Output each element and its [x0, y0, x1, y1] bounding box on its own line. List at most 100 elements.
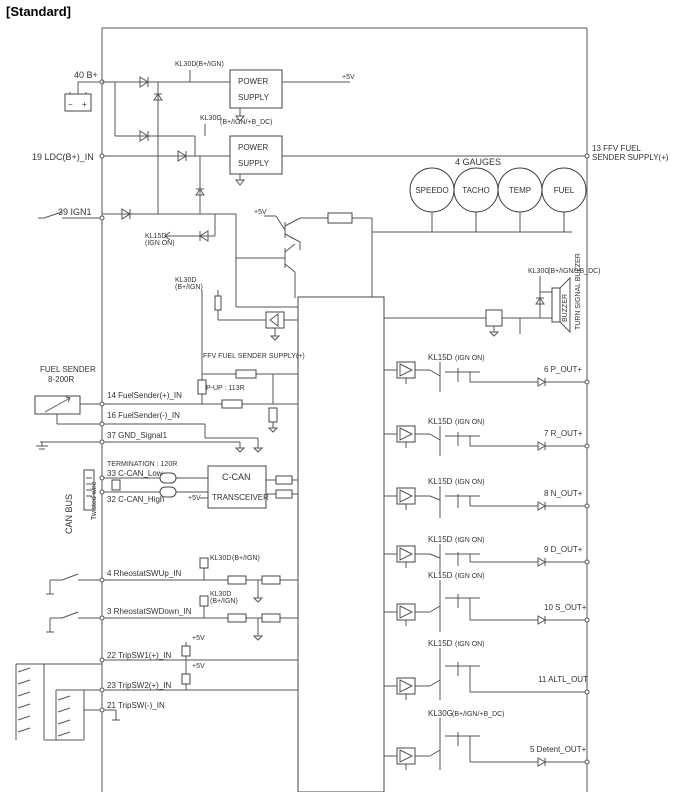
ffv-label-1: 13 FFV FUEL: [592, 144, 641, 153]
fuel-sender-section: FUEL SENDER 8-200R 14 FuelSender(+)_IN 1…: [34, 365, 298, 453]
trip-5v-a: +5V: [192, 635, 205, 642]
gauge-fuel-label: FUEL: [554, 186, 575, 195]
output-5-kl-sub: (IGN ON): [455, 641, 485, 648]
trip-section: 22 TripSW1(+)_IN 23 TripSW2(+)_IN 21 Tri…: [15, 635, 298, 741]
output-4: KL15D (IGN ON) 10 S_OUT+: [384, 571, 590, 632]
gauge-speedo: SPEEDO: [409, 167, 455, 213]
output-2-kl: KL15D: [428, 477, 453, 486]
pin-fuel-sender-plus: 14 FuelSender(+)_IN: [107, 391, 182, 400]
rheostat-down-kl-sub: (B+/IGN): [210, 598, 238, 605]
can-termination: TERMINATION : 120R: [107, 461, 177, 468]
buzzer-kl-sub: (B+/IGN/+B_DC): [548, 268, 601, 275]
output-5: KL15D (IGN ON) 11 ALTL_OUT: [384, 639, 590, 700]
output-5-kl: KL15D: [428, 639, 453, 648]
gauge-temp: TEMP: [497, 167, 543, 213]
output-1-pin: 7 R_OUT+: [544, 429, 583, 438]
kl30d-top: KL30D: [175, 61, 196, 68]
output-5-pin: 11 ALTL_OUT: [538, 675, 588, 684]
kl15d-left: KL15D: [145, 233, 166, 240]
pin-ign1: 39 IGN1: [58, 207, 92, 217]
pin-rheostat-down: 3 RheostatSWDown_IN: [107, 607, 192, 616]
mid-ffv-supply: FFV FUEL SENDER SUPPLY(+): [203, 353, 305, 360]
output-3-kl: KL15D: [428, 535, 453, 544]
ps2-label-2: SUPPLY: [238, 159, 270, 168]
power-supply-2: [229, 135, 283, 175]
ps1-label-1: POWER: [238, 77, 268, 86]
ps1-5v: +5V: [342, 74, 355, 81]
output-1-kl: KL15D: [428, 417, 453, 426]
pin-trip-sw1: 22 TripSW1(+)_IN: [107, 651, 171, 660]
rheostat-down-kl: KL30D: [210, 591, 231, 598]
output-1-kl-sub: (IGN ON): [455, 419, 485, 426]
can-section: TERMINATION : 120R 33 C-CAN_Low 32 C-CAN…: [64, 461, 298, 534]
mcu-block: [297, 296, 385, 792]
output-2: KL15D (IGN ON) 8 N_OUT+: [384, 477, 590, 518]
output-4-kl-sub: (IGN ON): [455, 573, 485, 580]
output-6: KL30G (B+/IGN/+B_DC) 5 Detent_OUT+: [384, 709, 590, 770]
pin-can-low: 33 C-CAN_Low: [107, 469, 163, 478]
svg-text:+: +: [82, 100, 87, 109]
kl30g-sub: (B+/IGN/+B_DC): [220, 119, 273, 126]
mid-kl30d-sub: (B+/IGN): [175, 284, 203, 291]
pin-trip-sw2: 23 TripSW2(+)_IN: [107, 681, 171, 690]
can-twisted-label: Twisted wire: [91, 481, 98, 520]
pin-gnd-signal: 37 GND_Signal1: [107, 431, 168, 440]
page-title: [Standard]: [6, 4, 71, 19]
pin-ldc: 19 LDC(B+)_IN: [32, 152, 94, 162]
trip-switch-matrix: [15, 663, 102, 741]
pin-rheostat-up: 4 RheostatSWUp_IN: [107, 569, 181, 578]
output-1: KL15D (IGN ON) 7 R_OUT+: [384, 417, 590, 456]
output-2-pin: 8 N_OUT+: [544, 489, 583, 498]
kl15d-left-sub: (IGN ON): [145, 240, 175, 247]
rheostat-section: 4 RheostatSWUp_IN 3 RheostatSWDown_IN KL…: [46, 555, 298, 641]
output-2-kl-sub: (IGN ON): [455, 479, 485, 486]
gauge-temp-label: TEMP: [509, 186, 531, 195]
transistor-5v: +5V: [254, 209, 267, 216]
pin-can-high: 32 C-CAN_High: [107, 495, 164, 504]
buzzer-caption: TURN SIGNAL BUZZER: [575, 253, 582, 330]
can-box-label-1: C-CAN: [222, 472, 251, 482]
buzzer-kl: KL30G: [528, 268, 550, 275]
kl30d-top-sub: (B+/IGN): [196, 61, 224, 68]
fuel-sender-range: 8-200R: [48, 375, 74, 384]
power-supply-1: [229, 69, 283, 109]
pin-b-plus: 40 B+: [74, 70, 98, 80]
pin-trip-swm: 21 TripSW(-)_IN: [107, 701, 165, 710]
output-0: KL15D (IGN ON) 6 P_OUT+: [384, 353, 590, 392]
buzzer-label: BUZZER: [562, 294, 569, 322]
power-section: − + 40 B+ POWER SUPPLY +5V KL30D (B+/IGN…: [32, 61, 590, 308]
output-3-pin: 9 D_OUT+: [544, 545, 583, 554]
output-6-pin: 5 Detent_OUT+: [530, 745, 587, 754]
output-0-pin: 6 P_OUT+: [544, 365, 582, 374]
output-6-kl-sub: (B+/IGN/+B_DC): [452, 711, 505, 718]
output-0-kl-sub: (IGN ON): [455, 355, 485, 362]
gauges-title: 4 GAUGES: [455, 157, 501, 167]
gauge-speedo-label: SPEEDO: [415, 186, 448, 195]
can-5v: +5V: [188, 495, 201, 502]
output-6-kl: KL30G: [428, 709, 453, 718]
gauge-tacho: TACHO: [453, 167, 499, 213]
buzzer-section: KL30G (B+/IGN/+B_DC) BUZZER TURN SIGNAL …: [384, 253, 601, 337]
output-3-kl-sub: (IGN ON): [455, 537, 485, 544]
mid-pullup: P-UP : 113R: [206, 385, 245, 392]
mid-section: KL30D (B+/IGN) FFV FUEL SENDER SUPPLY(+)…: [175, 277, 305, 404]
output-0-kl: KL15D: [428, 353, 453, 362]
gauges-section: 4 GAUGES SPEEDO TACHO TEMP FUEL: [371, 157, 587, 297]
ps1-label-2: SUPPLY: [238, 93, 270, 102]
ps2-label-1: POWER: [238, 143, 268, 152]
mid-kl30d: KL30D: [175, 277, 196, 284]
kl30g-label: KL30G: [200, 115, 222, 122]
output-4-kl: KL15D: [428, 571, 453, 580]
can-transceiver: [207, 465, 267, 509]
can-box-label-2: TRANSCEIVER: [212, 493, 269, 502]
can-bus-label: CAN BUS: [64, 494, 74, 534]
ffv-label-2: SENDER SUPPLY(+): [592, 153, 669, 162]
rheostat-up-kl-sub: (B+/IGN): [232, 555, 260, 562]
output-3: KL15D (IGN ON) 9 D_OUT+: [384, 535, 590, 576]
trip-5v-b: +5V: [192, 663, 205, 670]
pin-fuel-sender-minus: 16 FuelSender(-)_IN: [107, 411, 180, 420]
gauge-fuel: FUEL: [541, 167, 587, 213]
gauge-tacho-label: TACHO: [462, 186, 489, 195]
rheostat-up-kl: KL30D: [210, 555, 231, 562]
